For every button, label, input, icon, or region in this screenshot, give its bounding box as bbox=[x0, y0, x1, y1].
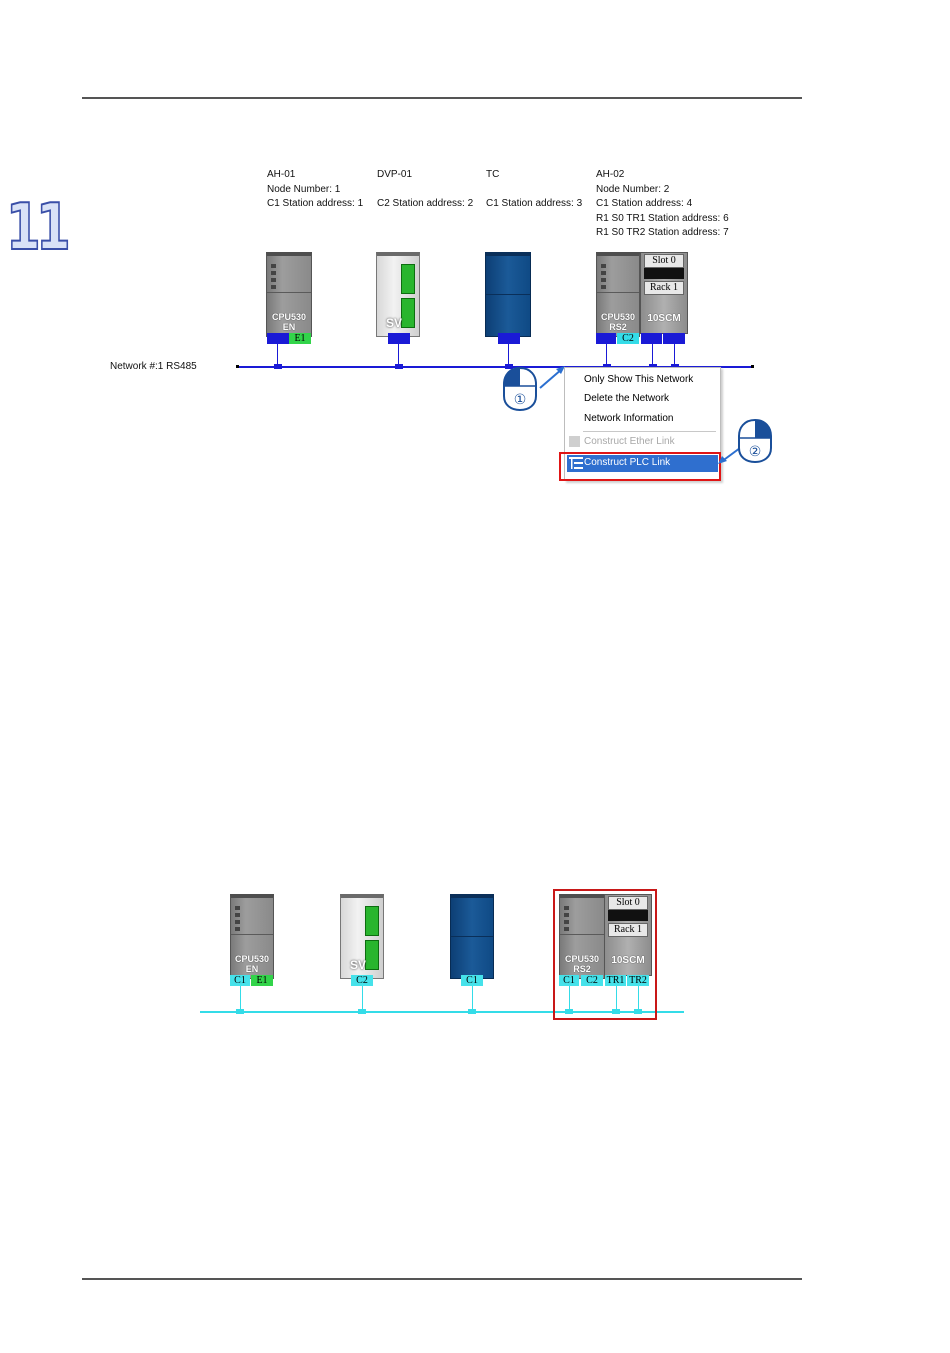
port-tr1[interactable]: TR1 bbox=[605, 975, 626, 986]
bus-node bbox=[468, 1009, 476, 1014]
cpu-model-label: CPU530 bbox=[600, 312, 636, 322]
pointer-arrow-icon bbox=[718, 447, 741, 464]
terminal-block bbox=[401, 264, 415, 294]
device-name: AH-01 bbox=[267, 169, 296, 180]
device-info-line: C1 Station address: 3 bbox=[486, 198, 583, 210]
menu-item-only-show-network[interactable]: Only Show This Network bbox=[584, 374, 694, 385]
tc-module[interactable] bbox=[485, 252, 531, 337]
port-c2[interactable]: C2 bbox=[581, 975, 603, 986]
rack-label: Rack 1 bbox=[608, 923, 648, 937]
port-c1[interactable] bbox=[596, 333, 616, 344]
step-marker-2: ② bbox=[749, 444, 762, 460]
menu-item-network-information[interactable]: Network Information bbox=[584, 413, 674, 424]
slot-label: Slot 0 bbox=[644, 254, 684, 268]
menu-item-delete-network[interactable]: Delete the Network bbox=[584, 393, 670, 404]
device-info-line: Node Number: 1 bbox=[267, 183, 341, 195]
device-info-line: C1 Station address: 1 bbox=[267, 198, 364, 210]
step-marker-1: ① bbox=[514, 392, 527, 408]
status-leds bbox=[601, 264, 607, 292]
scm-module[interactable]: Slot 0 Rack 1 10SCM bbox=[640, 252, 688, 334]
scm-label: 10SCM bbox=[647, 313, 681, 324]
cpu-model-sub: RS2 bbox=[609, 322, 627, 332]
highlight-box bbox=[553, 889, 657, 1020]
cpu-model-sub: RS2 bbox=[573, 964, 591, 974]
port-c2[interactable] bbox=[388, 333, 410, 344]
device-info-line: C2 Station address: 2 bbox=[377, 198, 474, 210]
bus-node bbox=[671, 364, 679, 369]
port-c2[interactable]: C2 bbox=[351, 975, 373, 986]
dvp-label: SV bbox=[386, 316, 403, 330]
dvp01-module[interactable]: SV bbox=[376, 252, 420, 337]
rack-label: Rack 1 bbox=[644, 281, 684, 295]
port-c1[interactable]: C1 bbox=[230, 975, 250, 986]
device-info-line: Node Number: 2 bbox=[596, 183, 670, 195]
bus-node bbox=[612, 1009, 620, 1014]
cpu-model-sub: EN bbox=[245, 964, 259, 974]
menu-item-construct-ether-link: Construct Ether Link bbox=[584, 436, 675, 447]
slot-label: Slot 0 bbox=[608, 896, 648, 910]
ah01-cpu-module[interactable]: CPU530 EN bbox=[266, 252, 312, 337]
network-label: Network #:1 RS485 bbox=[110, 361, 197, 372]
port-c1[interactable]: C1 bbox=[559, 975, 579, 986]
bus-node bbox=[236, 1009, 244, 1014]
device-info-ah02: AH-02 Node Number: 2 C1 Station address:… bbox=[596, 168, 729, 241]
device-name: DVP-01 bbox=[377, 169, 413, 180]
dvp01-module[interactable]: SV bbox=[340, 894, 384, 979]
scm-label: 10SCM bbox=[611, 955, 645, 966]
port-c2[interactable]: C2 bbox=[617, 333, 639, 344]
port-tr2[interactable]: TR2 bbox=[627, 975, 649, 986]
header-rule bbox=[82, 97, 802, 99]
tc-module[interactable] bbox=[450, 894, 494, 979]
bus-node bbox=[565, 1009, 573, 1014]
device-name: TC bbox=[486, 169, 500, 180]
pointer-arrow-icon bbox=[539, 366, 565, 389]
ether-link-icon bbox=[569, 436, 580, 447]
mouse-right-click-icon: ② bbox=[738, 418, 772, 464]
plc-link-screenshot: CPU530 EN C1 E1 SV C2 C1 CPU530 RS2 Slot… bbox=[198, 888, 686, 1020]
cpu-model-sub: EN bbox=[282, 322, 296, 332]
mouse-right-click-icon: ① bbox=[503, 366, 537, 412]
bus-node bbox=[603, 364, 611, 369]
dvp-label: SV bbox=[350, 958, 367, 972]
menu-item-construct-plc-link[interactable]: Construct PLC Link bbox=[584, 457, 671, 468]
status-leds bbox=[271, 264, 277, 292]
device-info-ah01: AH-01 Node Number: 1 C1 Station address:… bbox=[267, 168, 363, 212]
bus-node bbox=[274, 364, 282, 369]
cpu-model-label: CPU530 bbox=[271, 312, 307, 322]
port-e1[interactable]: E1 bbox=[251, 975, 273, 986]
port-c1[interactable]: C1 bbox=[461, 975, 483, 986]
chapter-number: 11 bbox=[5, 191, 71, 265]
network-bus-line[interactable] bbox=[237, 366, 753, 368]
bus-node bbox=[395, 364, 403, 369]
menu-highlight bbox=[567, 455, 718, 472]
device-info-line: R1 S0 TR1 Station address: 6 bbox=[596, 212, 729, 224]
bus-node bbox=[649, 364, 657, 369]
network-view-screenshot: AH-01 Node Number: 1 C1 Station address:… bbox=[104, 160, 772, 482]
cpu-model-label: CPU530 bbox=[234, 954, 270, 964]
port-tr1[interactable] bbox=[641, 333, 662, 344]
device-name: AH-02 bbox=[596, 169, 625, 180]
footer-rule bbox=[82, 1278, 802, 1280]
port-c1[interactable] bbox=[267, 333, 289, 344]
bus-node bbox=[505, 364, 513, 369]
device-info-line: R1 S0 TR2 Station address: 7 bbox=[596, 227, 729, 239]
device-info-dvp01: DVP-01 C2 Station address: 2 bbox=[377, 168, 473, 212]
cpu-model-label: CPU530 bbox=[564, 954, 600, 964]
bus-node bbox=[634, 1009, 642, 1014]
ah02-cpu-module[interactable]: CPU530 RS2 bbox=[596, 252, 640, 337]
network-bus-line[interactable] bbox=[200, 1011, 684, 1013]
context-menu: Only Show This Network Delete the Networ… bbox=[564, 367, 721, 481]
device-info-tc: TC C1 Station address: 3 bbox=[486, 168, 582, 212]
port-tr2[interactable] bbox=[663, 333, 685, 344]
scm-module[interactable]: Slot 0 Rack 1 10SCM bbox=[604, 894, 652, 976]
port-c1[interactable] bbox=[498, 333, 520, 344]
ah01-cpu-module[interactable]: CPU530 EN bbox=[230, 894, 274, 979]
bus-node bbox=[358, 1009, 366, 1014]
device-info-line: C1 Station address: 4 bbox=[596, 198, 693, 210]
plc-link-icon bbox=[569, 457, 583, 469]
highlight-box bbox=[559, 452, 721, 481]
port-e1[interactable]: E1 bbox=[289, 333, 311, 344]
terminal-block bbox=[401, 298, 415, 328]
